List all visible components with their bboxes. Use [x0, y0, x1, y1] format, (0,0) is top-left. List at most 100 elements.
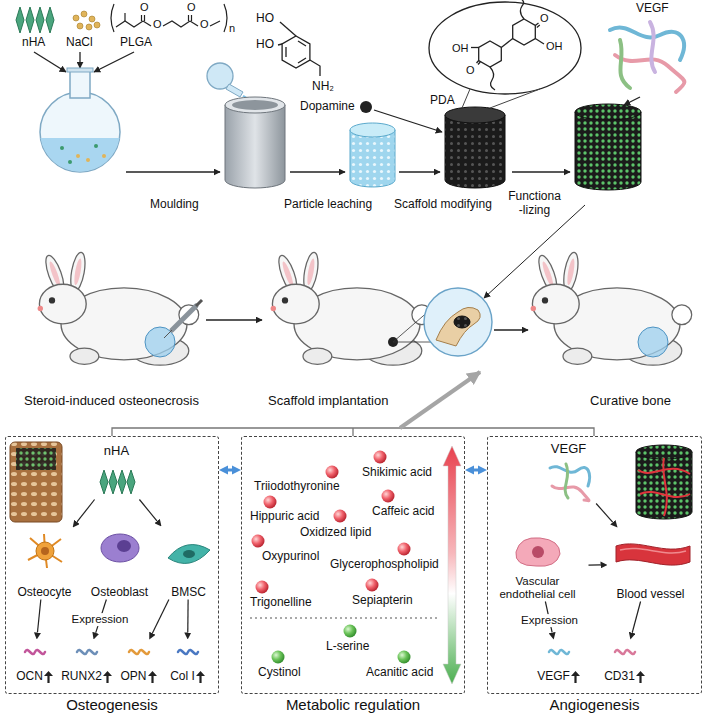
vegf-icon: [565, 464, 568, 498]
text-label: NH₂: [312, 80, 334, 94]
pda-zoom: [513, 19, 536, 45]
hip-sites: [454, 316, 470, 328]
pda-zoom: [462, 89, 470, 108]
nacl-grains: [77, 23, 83, 29]
osteoblast-icon: [101, 534, 139, 562]
text-label: Acanitic acid: [366, 666, 433, 680]
osteoblast-icon: [101, 534, 139, 562]
vegf-icon: [550, 464, 590, 501]
dashed-panel: OsteogenesisnHAOsteocyteOsteoblastBMSCOC…: [5, 436, 219, 694]
text-label: Curative bone: [590, 394, 671, 409]
text-label: Scaffold modifying: [394, 198, 492, 212]
marker-row: OCN: [16, 670, 53, 684]
metabolite-spheres: [252, 535, 265, 548]
nha-crystals: [16, 7, 24, 33]
nha-crystals: [16, 7, 54, 33]
green-scaffold: [575, 104, 641, 190]
connector-arrow: [632, 602, 640, 633]
pda-zoom: [471, 0, 544, 90]
nha-icon: [100, 470, 108, 494]
flask: [86, 158, 90, 162]
marker-node: OPN: [116, 640, 162, 684]
metabolite-spheres: [398, 543, 411, 556]
pda-zoom: [479, 41, 502, 67]
factor-node: VEGF: [540, 442, 598, 504]
text-label: O: [187, 1, 196, 14]
plga-formula: [143, 21, 151, 26]
up-arrow-symbol: [103, 671, 112, 683]
osteocyte-icon: [41, 547, 49, 555]
flask: [76, 154, 80, 158]
pda-zoom: [535, 39, 544, 45]
text-label: VEGF: [636, 2, 669, 16]
bmsc-icon: [183, 550, 195, 558]
up-arrow-symbol: [571, 671, 580, 683]
nacl-grains: [89, 16, 95, 22]
pda-zoom: [490, 89, 540, 108]
edge-label: Expression: [70, 613, 131, 627]
marker-proteins: [129, 650, 149, 654]
marker-node: Col I: [164, 640, 212, 684]
marker-proteins: [615, 650, 635, 654]
cell-node: Osteocyte: [10, 528, 80, 600]
marker-node: RUNX2: [58, 640, 115, 684]
text-label: Dopamine: [300, 100, 355, 114]
text-label: Glycerophospholipid: [330, 558, 439, 572]
plga-formula: [111, 4, 114, 32]
nha-icon: [118, 470, 126, 494]
pda-zoom: [490, 67, 495, 90]
text-label: Sepiapterin: [352, 594, 413, 608]
panel-bracket: [112, 428, 594, 436]
nacl-grains: [73, 11, 100, 30]
nacl-grains: [73, 15, 79, 21]
plga-formula: [142, 15, 145, 21]
text-label: Particle leaching: [284, 198, 372, 212]
up-arrow-symbol: [103, 671, 112, 683]
text-label: PLGA: [120, 36, 152, 50]
text-label: Triiodothyronine: [254, 480, 340, 494]
node-label: Col I: [170, 670, 195, 684]
node-label: Blood vessel: [616, 588, 684, 602]
node-label: OCN: [16, 670, 43, 684]
text-label: Cystinol: [258, 666, 301, 680]
rabbit-arrows: [494, 329, 528, 330]
node-label: Osteocyte: [17, 586, 71, 600]
mould: [225, 105, 285, 188]
marker-proteins: [77, 650, 97, 654]
connector-arrow: [228, 469, 232, 472]
pda-zoom: [535, 23, 540, 28]
panel-heading: Osteogenesis: [6, 696, 218, 713]
vegf-protein: [610, 22, 684, 92]
hip-sites: [196, 300, 202, 306]
connector-arrow: [596, 504, 613, 523]
flask: [102, 154, 106, 158]
pouring-flask: [226, 84, 243, 97]
process-arrows: [126, 171, 570, 172]
input-arrows: [34, 52, 134, 72]
bmsc-icon: [168, 545, 210, 564]
marker-row: VEGF: [537, 670, 580, 684]
osteocyte-icon: [28, 534, 62, 568]
hip-sites: [638, 327, 668, 357]
plga-formula: [163, 21, 190, 27]
flask: [40, 92, 120, 172]
up-arrow-symbol: [148, 671, 157, 683]
edge-label: Expression: [519, 614, 580, 628]
mould: [225, 97, 285, 188]
mould: [225, 97, 285, 113]
green-scaffold: [575, 112, 641, 190]
dopamine-structure: [278, 22, 320, 76]
bone-tissue: [10, 442, 62, 522]
osteocyte-icon: [36, 542, 54, 560]
text-label: Steroid-induced osteonecrosis: [24, 394, 199, 409]
marker-row: OPN: [120, 670, 156, 684]
rabbits: [531, 251, 692, 365]
process-arrows: [399, 171, 440, 172]
node-label: VEGF: [551, 442, 586, 457]
blood-vessel-icon: [616, 544, 690, 565]
up-arrow-symbol: [148, 671, 157, 683]
dopamine-ball: [360, 101, 372, 113]
metabolite-spheres: [366, 579, 379, 592]
connector-arrow: [37, 600, 40, 633]
node-label: VEGF: [537, 670, 570, 684]
